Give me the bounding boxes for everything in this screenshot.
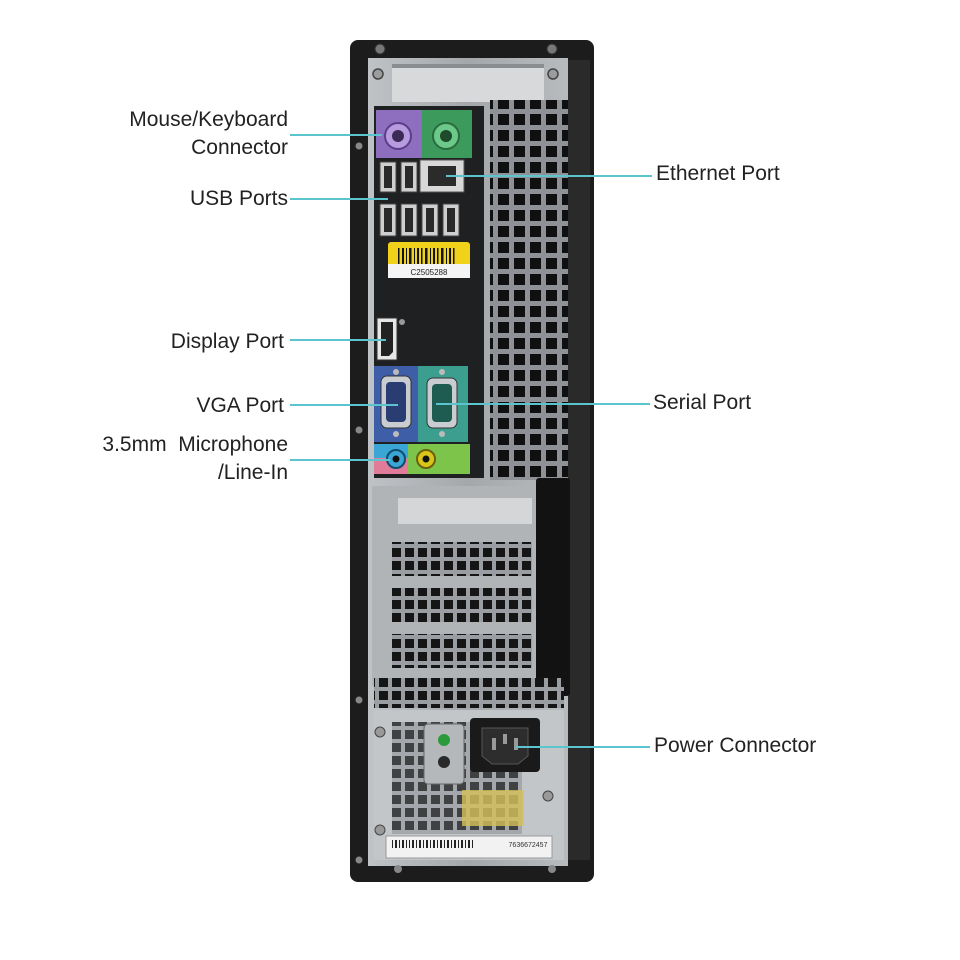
usb-ports-group	[379, 161, 460, 237]
label-vga-line1: VGA Port	[196, 394, 284, 417]
label-mouse-keyboard-line1: Mouse/Keyboard	[129, 108, 288, 131]
leader-serial	[436, 403, 650, 405]
leader-vga	[290, 404, 398, 406]
vent-grid-upper	[490, 100, 568, 480]
label-ethernet-line1: Ethernet Port	[656, 162, 780, 185]
label-mouse-keyboard: Mouse/Keyboard Connector	[129, 106, 288, 162]
label-ethernet: Ethernet Port	[656, 160, 780, 188]
label-serial: Serial Port	[653, 389, 751, 417]
label-mouse-keyboard-line2: Connector	[191, 136, 288, 159]
label-display-port: Display Port	[171, 328, 284, 356]
label-power: Power Connector	[654, 732, 816, 760]
label-mic: 3.5mm Microphone /Line-In	[102, 431, 288, 487]
label-serial-line1: Serial Port	[653, 391, 752, 414]
leader-power	[516, 746, 650, 748]
label-vga: VGA Port	[196, 392, 284, 420]
label-power-line1: Power Connector	[654, 734, 817, 757]
sticker-text: C2505288	[411, 268, 448, 277]
leader-ethernet	[446, 175, 652, 177]
service-tag-text: 7636672457	[509, 842, 548, 849]
label-usb-line1: USB Ports	[189, 187, 288, 210]
leader-display-port	[290, 339, 386, 341]
label-mic-line2: /Line-In	[217, 461, 288, 484]
vent-grid-lower	[374, 678, 564, 708]
label-mic-line1: 3.5mm Microphone	[102, 433, 288, 456]
leader-usb	[290, 198, 388, 200]
chassis-edge	[568, 60, 590, 860]
leader-mic	[290, 459, 390, 461]
leader-mouse-keyboard	[290, 134, 382, 136]
label-usb: USB Ports	[190, 185, 288, 213]
side-handle	[536, 478, 570, 696]
label-display-port-line1: Display Port	[170, 330, 284, 353]
